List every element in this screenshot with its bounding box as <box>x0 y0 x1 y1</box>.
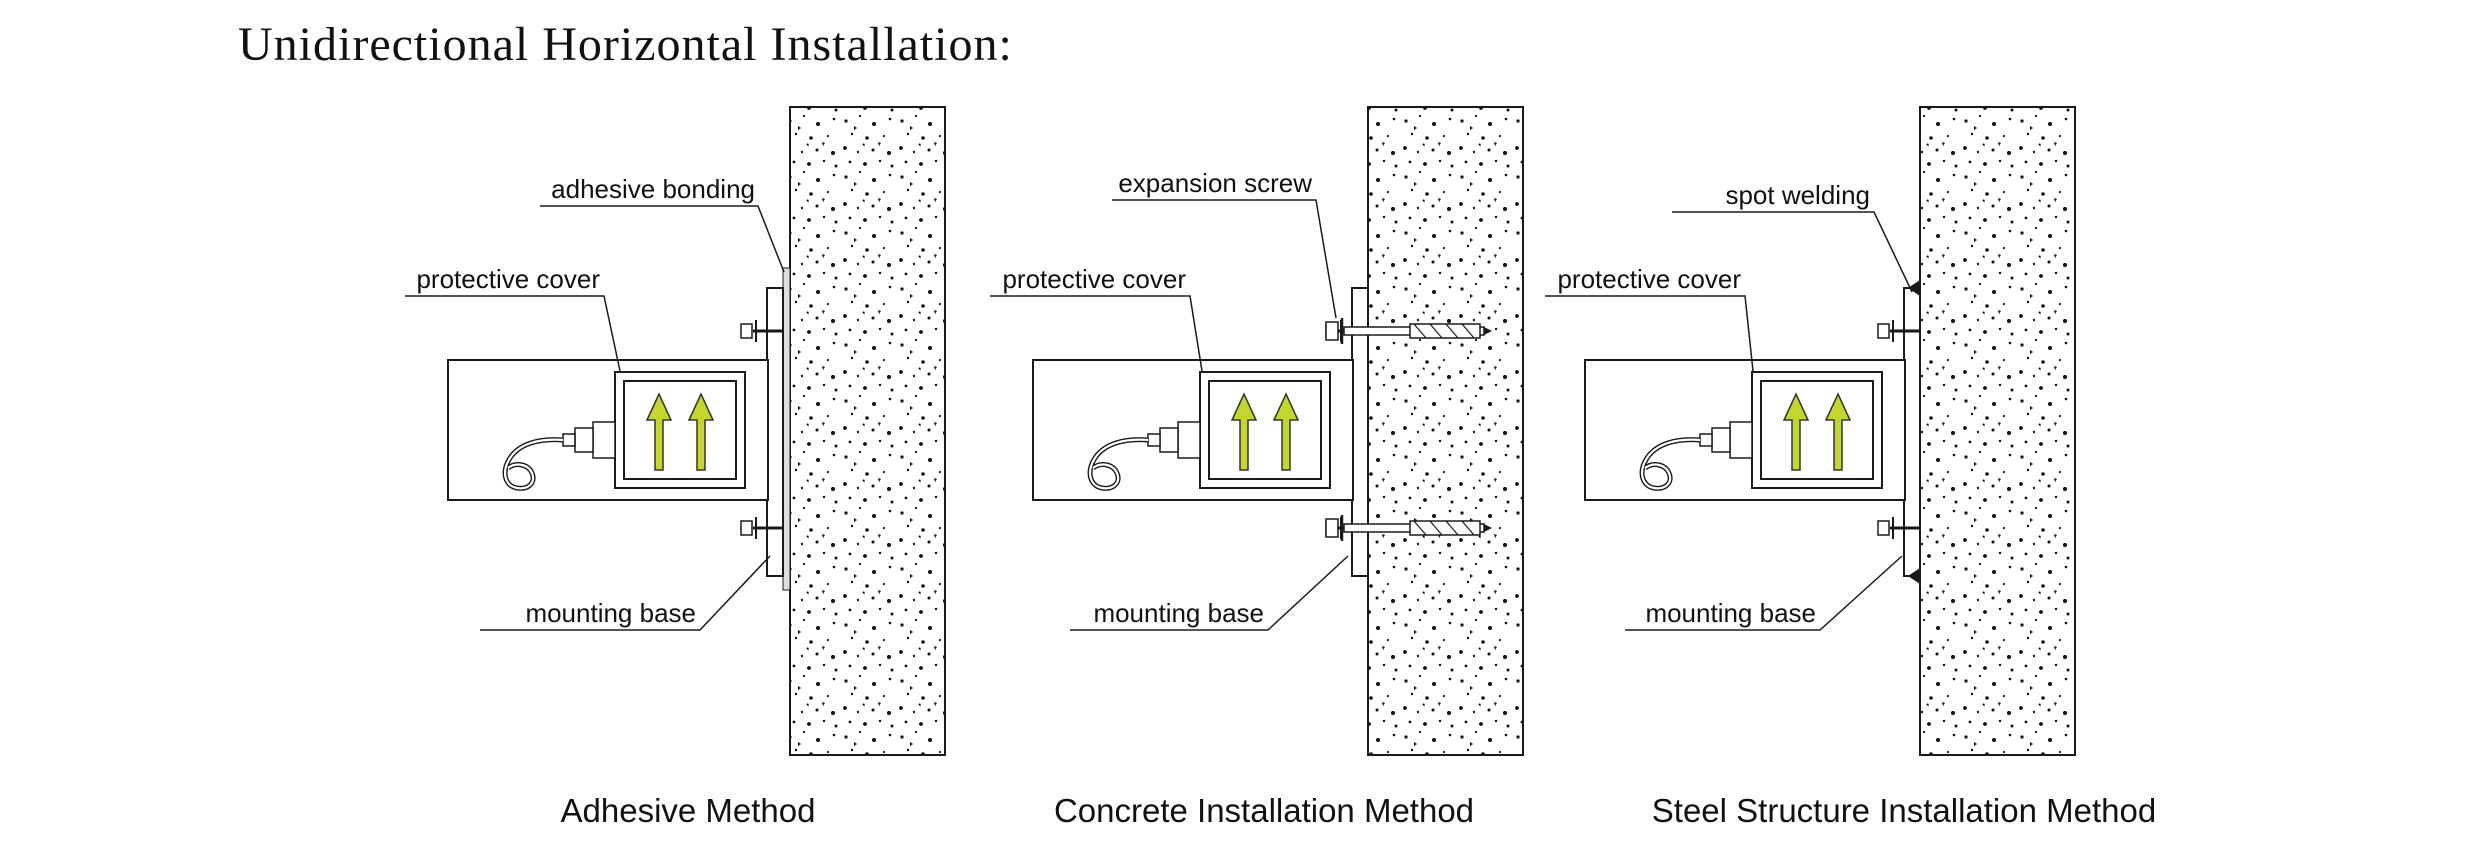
leader-line <box>1112 199 1337 319</box>
leader-line <box>1070 555 1349 631</box>
wall-texture <box>790 107 945 755</box>
leader-line <box>480 555 771 631</box>
label-protective-cover: protective cover <box>1557 264 1741 294</box>
label-expansion-screw: expansion screw <box>1118 168 1312 198</box>
label-protective-cover: protective cover <box>1002 264 1186 294</box>
leader-line <box>1625 555 1903 631</box>
label-mounting-base: mounting base <box>525 598 696 628</box>
sensor-device <box>1585 288 1920 576</box>
sensor-device <box>448 288 783 576</box>
label-mounting-base: mounting base <box>1093 598 1264 628</box>
weld-bead-top <box>1908 280 1920 296</box>
diagram-steel-method: spot welding protective cover mounting b… <box>1545 106 2156 829</box>
caption-adhesive-method: Adhesive Method <box>561 792 816 829</box>
page-title: Unidirectional Horizontal Installation: <box>238 18 1013 71</box>
label-protective-cover: protective cover <box>416 264 600 294</box>
wall-texture <box>1920 107 2075 755</box>
wall-texture <box>1368 107 1523 755</box>
label-mounting-base: mounting base <box>1645 598 1816 628</box>
diagram-adhesive-method: adhesive bonding protective cover mounti… <box>405 106 946 829</box>
leader-line <box>1672 211 1913 293</box>
leader-line <box>405 295 621 372</box>
diagram-concrete-method: expansion screw protective cover mountin… <box>990 106 1524 829</box>
leader-line <box>540 205 785 273</box>
caption-concrete-method: Concrete Installation Method <box>1054 792 1474 829</box>
leader-line <box>1545 295 1754 372</box>
adhesive-layer <box>782 267 791 591</box>
label-spot-welding: spot welding <box>1725 180 1870 210</box>
leader-line <box>990 295 1203 372</box>
weld-bead-bottom <box>1908 568 1920 584</box>
sensor-device <box>1033 288 1368 576</box>
label-adhesive-bonding: adhesive bonding <box>551 174 755 204</box>
caption-steel-method: Steel Structure Installation Method <box>1652 792 2156 829</box>
